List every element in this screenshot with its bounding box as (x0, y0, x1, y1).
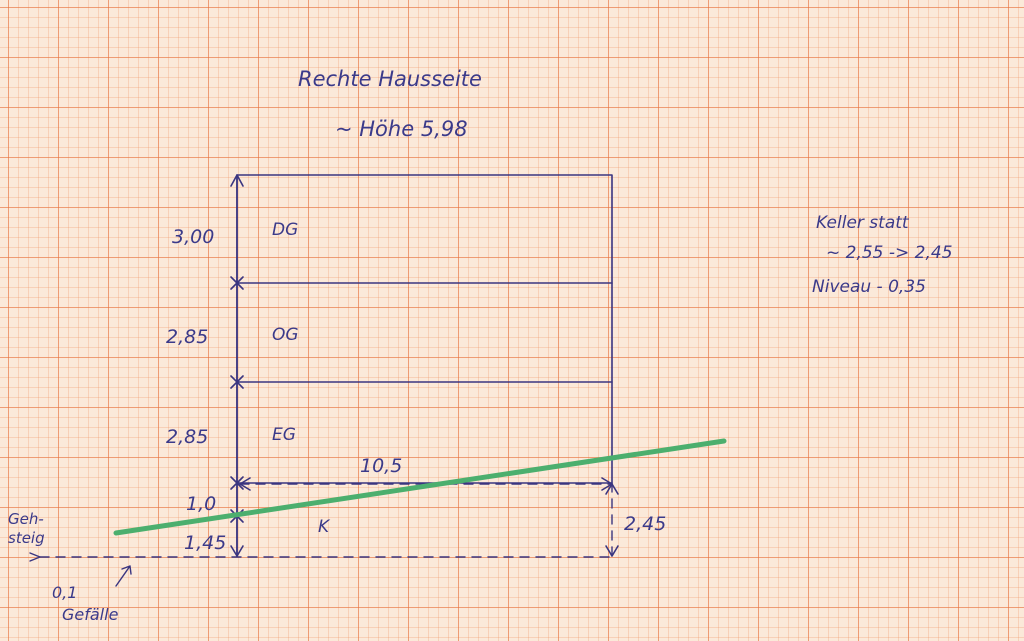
slope-value: 0,1 (52, 583, 77, 602)
terrain-line (113, 438, 727, 536)
right-height-dimension (605, 482, 619, 557)
note-line3: Niveau - 0,35 (812, 277, 926, 297)
arrow-down-icon (605, 545, 619, 557)
left-dimension-chain (230, 174, 244, 557)
arrow-top-icon (230, 174, 244, 187)
height-og: 2,85 (166, 326, 208, 348)
arrow-right-icon (601, 477, 613, 491)
tick-cross-icon (230, 476, 244, 490)
sidewalk-arrow-icon (29, 552, 41, 562)
slope-arrow-icon (115, 565, 132, 587)
tick-cross-icon (230, 375, 244, 389)
note-line2: ~ 2,55 -> 2,45 (826, 243, 953, 263)
sidewalk-label-line2: steig (8, 529, 45, 547)
note-line1: Keller statt (816, 213, 910, 233)
tick-cross-icon (230, 276, 244, 290)
height-eg: 2,85 (166, 426, 208, 448)
arrow-bottom-icon (230, 545, 244, 557)
drawing-subtitle: ~ Höhe 5,98 (335, 117, 468, 141)
floor-label-dg: DG (272, 220, 298, 240)
slope-label: Gefälle (62, 605, 119, 624)
floor-label-k: K (318, 517, 331, 537)
height-k: 1,0 (186, 493, 216, 515)
floor-label-eg: EG (272, 425, 296, 445)
floor-label-og: OG (272, 325, 299, 345)
height-dg: 3,00 (172, 226, 214, 248)
sidewalk-label-line1: Geh- (8, 510, 44, 528)
height-below-ground: 1,45 (184, 532, 226, 554)
right-height-value: 2,45 (624, 513, 666, 535)
width-value: 10,5 (360, 455, 402, 477)
drawing-title: Rechte Hausseite (298, 67, 482, 91)
arrow-left-icon (239, 477, 251, 491)
arrow-up-icon (605, 483, 619, 495)
